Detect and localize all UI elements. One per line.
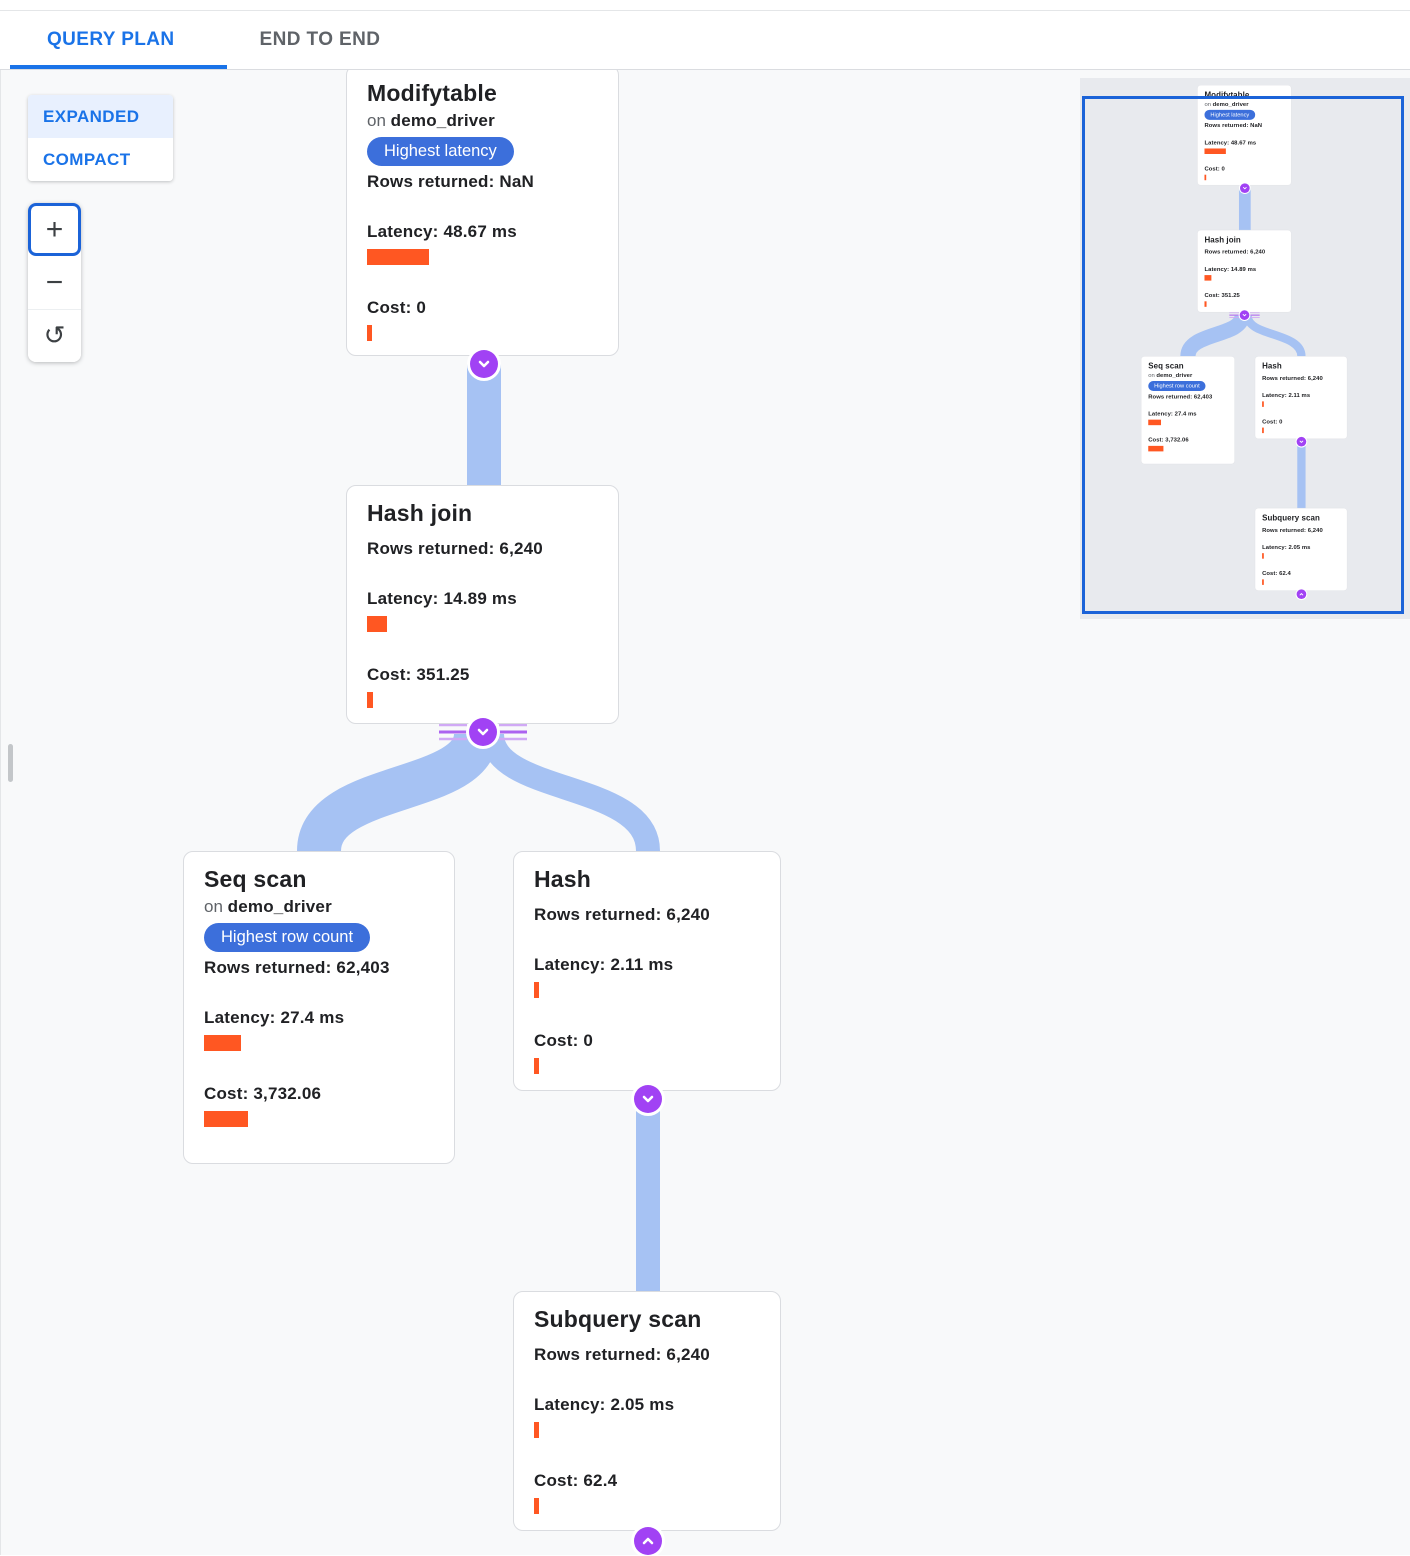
query-plan-canvas: EXPANDED COMPACT + − ↺ Modifytable on de… xyxy=(0,70,1410,1555)
cost: Cost: 3,732.06 xyxy=(204,1084,322,1103)
latency: Latency: 14.89 ms xyxy=(367,589,517,608)
zoom-in-button[interactable]: + xyxy=(28,203,81,256)
latency: Latency: 2.11 ms xyxy=(534,955,674,974)
zoom-out-button[interactable]: − xyxy=(28,256,81,309)
node-title: Modifytable xyxy=(367,80,497,106)
cost: Cost: 62.4 xyxy=(534,1471,618,1490)
latency: Latency: 2.05 ms xyxy=(534,1395,675,1414)
cost-bar xyxy=(534,1058,539,1074)
latency: Latency: 48.67 ms xyxy=(367,222,517,241)
tab-bar: QUERY PLAN END TO END xyxy=(0,11,1410,70)
rows-returned: Rows returned: NaN xyxy=(367,172,535,191)
view-mode-toggle: EXPANDED COMPACT xyxy=(28,95,173,181)
latency-bar xyxy=(367,616,387,632)
latency-bar xyxy=(534,1422,539,1438)
expanded-button[interactable]: EXPANDED xyxy=(28,95,173,138)
window-top-strip xyxy=(0,0,1410,11)
highest-row-count-badge: Highest row count xyxy=(204,923,371,952)
minimap[interactable]: Modifytable on demo_driver Highest laten… xyxy=(1080,78,1410,619)
latency-bar xyxy=(367,249,429,265)
zoom-controls: + − ↺ xyxy=(28,203,81,362)
cost-bar xyxy=(204,1111,248,1127)
chevron-down-icon xyxy=(642,1095,654,1103)
plan-node-seq-scan[interactable]: Seq scan on demo_driver Highest row coun… xyxy=(183,851,455,1164)
node-title: Seq scan xyxy=(204,866,307,892)
cost-bar xyxy=(534,1498,539,1514)
tab-query-plan[interactable]: QUERY PLAN xyxy=(47,29,175,50)
plan-node-hash[interactable]: Hash Rows returned: 6,240 Latency: 2.11 … xyxy=(513,851,781,1091)
active-tab-indicator xyxy=(10,65,227,69)
chevron-down-icon xyxy=(477,728,489,736)
cost: Cost: 0 xyxy=(534,1031,594,1050)
minimap-viewport[interactable] xyxy=(1082,96,1404,614)
plan-node-subquery-scan[interactable]: Subquery scan Rows returned: 6,240 Laten… xyxy=(513,1291,781,1531)
collapse-button-hash[interactable] xyxy=(634,1085,662,1113)
rows-returned: Rows returned: 62,403 xyxy=(204,958,390,977)
plan-node-hash-join[interactable]: Hash join Rows returned: 6,240 Latency: … xyxy=(346,485,619,724)
chevron-down-icon xyxy=(478,360,490,368)
zoom-reset-button[interactable]: ↺ xyxy=(28,309,81,362)
highest-latency-badge: Highest latency xyxy=(367,137,514,166)
plan-node-modifytable[interactable]: Modifytable on demo_driver Highest laten… xyxy=(346,70,619,356)
cost-bar xyxy=(367,325,372,341)
latency-bar xyxy=(534,982,539,998)
tab-end-to-end[interactable]: END TO END xyxy=(259,29,381,50)
expand-button-subquery-scan[interactable] xyxy=(634,1527,662,1555)
rows-returned: Rows returned: 6,240 xyxy=(534,1345,710,1364)
cost: Cost: 351.25 xyxy=(367,665,470,684)
vertical-scrollbar-thumb[interactable] xyxy=(8,744,13,782)
node-title: Hash xyxy=(534,866,592,892)
node-table: on demo_driver xyxy=(367,111,495,130)
rows-returned: Rows returned: 6,240 xyxy=(367,539,543,558)
node-title: Subquery scan xyxy=(534,1306,702,1332)
compact-button[interactable]: COMPACT xyxy=(28,138,173,181)
collapse-button-modifytable[interactable] xyxy=(470,350,498,378)
chevron-up-icon xyxy=(642,1537,654,1545)
cost-bar xyxy=(367,692,373,708)
cost: Cost: 0 xyxy=(367,298,427,317)
node-table: on demo_driver xyxy=(204,897,332,916)
latency-bar xyxy=(204,1035,241,1051)
plan-edges xyxy=(297,364,660,1293)
latency: Latency: 27.4 ms xyxy=(204,1008,345,1027)
plan-tree: Modifytable on demo_driver Highest laten… xyxy=(183,70,781,1555)
collapse-button-hash-join[interactable] xyxy=(469,718,497,746)
node-title: Hash join xyxy=(367,500,473,526)
rows-returned: Rows returned: 6,240 xyxy=(534,905,710,924)
